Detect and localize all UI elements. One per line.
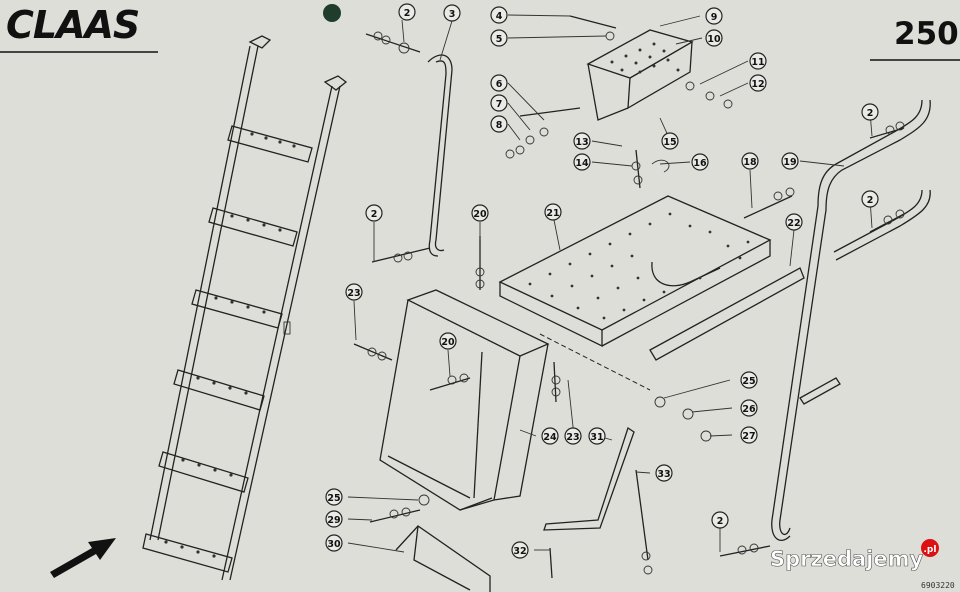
- callout: 9: [705, 7, 723, 25]
- callout: 8: [490, 115, 508, 133]
- svg-text:20: 20: [441, 337, 455, 348]
- part-callouts: 2 3 4 5 9 10 11 12 6 7 8 13 14 15 16 18 …: [325, 3, 879, 559]
- claas-logo: CLAAS: [6, 3, 139, 47]
- side-bracket: [649, 267, 805, 361]
- svg-text:24: 24: [543, 432, 557, 443]
- callout: 2: [711, 511, 729, 529]
- svg-text:13: 13: [575, 137, 588, 148]
- svg-text:3: 3: [449, 9, 456, 20]
- callout: 31: [588, 427, 606, 445]
- support-rod: [635, 469, 649, 561]
- callout: 30: [325, 534, 343, 552]
- callout: 22: [785, 213, 803, 231]
- svg-text:21: 21: [546, 208, 559, 219]
- callout: 23: [345, 283, 363, 301]
- svg-text:2: 2: [867, 108, 874, 119]
- page-number: 250: [894, 16, 959, 52]
- lower-bracket: [395, 525, 491, 592]
- callout: 25: [740, 371, 758, 389]
- callout: 29: [325, 510, 343, 528]
- platform-plate: [498, 195, 772, 348]
- callout: 7: [490, 94, 508, 112]
- callout: 12: [749, 74, 767, 92]
- callout: 13: [573, 132, 591, 150]
- callout: 2: [398, 3, 416, 21]
- callout: 10: [705, 29, 723, 47]
- callout: 24: [541, 427, 559, 445]
- svg-text:4: 4: [496, 11, 503, 22]
- svg-text:Sprzedajemy: Sprzedajemy: [770, 547, 924, 571]
- step-box-frame: [379, 289, 550, 511]
- callout: 21: [544, 203, 562, 221]
- callout: 2: [861, 190, 879, 208]
- svg-text:2: 2: [404, 8, 411, 19]
- svg-text:14: 14: [575, 158, 589, 169]
- svg-text:.pl: .pl: [924, 545, 937, 555]
- svg-text:27: 27: [742, 431, 755, 442]
- callout: 6: [490, 74, 508, 92]
- callout: 32: [511, 541, 529, 559]
- svg-text:18: 18: [743, 157, 757, 168]
- svg-text:15: 15: [663, 137, 676, 148]
- support-arm: [543, 426, 635, 531]
- svg-text:16: 16: [693, 158, 707, 169]
- callout: 15: [661, 132, 679, 150]
- drawing-code: 6903220: [921, 581, 955, 590]
- callout: 18: [741, 152, 759, 170]
- callout: 19: [781, 152, 799, 170]
- callout: 14: [573, 153, 591, 171]
- direction-arrow-icon: [50, 538, 116, 578]
- svg-text:30: 30: [327, 539, 341, 550]
- callout: 25: [325, 488, 343, 506]
- svg-text:25: 25: [742, 376, 755, 387]
- svg-text:7: 7: [496, 99, 503, 110]
- callout: 20: [439, 332, 457, 350]
- callout: 11: [749, 52, 767, 70]
- callout: 20: [471, 204, 489, 222]
- svg-text:23: 23: [347, 288, 360, 299]
- callout: 23: [564, 427, 582, 445]
- svg-text:8: 8: [496, 120, 503, 131]
- handrail-left: [427, 54, 453, 257]
- callout: 26: [740, 399, 758, 417]
- hardware-fasteners: [353, 15, 905, 579]
- svg-text:19: 19: [783, 157, 796, 168]
- svg-text:2: 2: [717, 516, 724, 527]
- svg-text:2: 2: [371, 209, 378, 220]
- svg-text:10: 10: [707, 34, 721, 45]
- svg-text:31: 31: [590, 432, 603, 443]
- callout: 4: [490, 6, 508, 24]
- svg-text:23: 23: [566, 432, 579, 443]
- svg-text:33: 33: [657, 469, 670, 480]
- ladder-drawing: [142, 35, 348, 581]
- mounting-knob-icon: [323, 4, 341, 22]
- callout: 16: [691, 153, 709, 171]
- svg-text:32: 32: [513, 546, 526, 557]
- svg-text:12: 12: [751, 79, 764, 90]
- svg-text:26: 26: [742, 404, 756, 415]
- callout: 2: [861, 103, 879, 121]
- svg-text:6: 6: [496, 79, 503, 90]
- watermark: Sprzedajemy .pl: [770, 539, 939, 571]
- svg-text:2: 2: [867, 195, 874, 206]
- callout: 2: [365, 204, 383, 222]
- leader-lines: [347, 14, 873, 553]
- callout: 27: [740, 426, 758, 444]
- svg-text:25: 25: [327, 493, 340, 504]
- callout: 33: [655, 464, 673, 482]
- svg-text:20: 20: [473, 209, 487, 220]
- svg-text:22: 22: [787, 218, 800, 229]
- svg-text:5: 5: [496, 34, 503, 45]
- svg-text:29: 29: [327, 515, 340, 526]
- svg-text:11: 11: [751, 57, 764, 68]
- step-bracket: [586, 29, 694, 121]
- svg-text:9: 9: [711, 12, 718, 23]
- callout: 3: [443, 4, 461, 22]
- callout: 5: [490, 29, 508, 47]
